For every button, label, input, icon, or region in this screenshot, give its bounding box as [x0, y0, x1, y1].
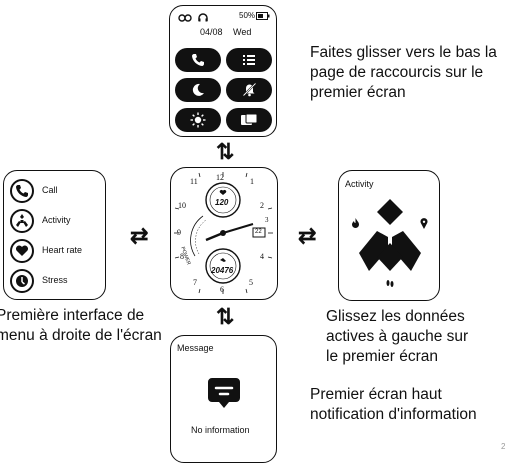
numeral-11: 11: [190, 177, 198, 186]
activity-icon: [16, 214, 28, 227]
heart-menu-icon-circle[interactable]: [10, 239, 34, 263]
location-icon: [420, 218, 428, 229]
swipe-arrow-right: ⇄: [298, 223, 317, 248]
activity-screen: Activity: [338, 170, 440, 301]
numeral-8: 8: [180, 252, 184, 261]
top-caption-line-3: premier écran: [310, 84, 406, 101]
swipe-arrow-left: ⇄: [130, 223, 149, 248]
bottom-caption-line-2: notification d'information: [310, 406, 477, 423]
watch-face-icon: [241, 113, 258, 125]
call-menu-icon-circle[interactable]: [10, 179, 34, 203]
flame-icon: [352, 218, 359, 228]
menu-screen: Call Activity Heart rate Stress: [3, 170, 106, 300]
top-caption-line-2: page de raccourcis sur le: [310, 64, 484, 81]
numeral-3: 3: [265, 216, 269, 224]
battery-percent: 50%: [239, 11, 256, 20]
swipe-arrow-top: ⇅: [216, 139, 235, 164]
list-icon: [243, 55, 255, 65]
shortcut-screen: 50% 04/08 Wed: [169, 5, 277, 137]
mute-shortcut-button[interactable]: [226, 78, 272, 102]
right-caption-line-3: le premier écran: [326, 348, 438, 365]
date-text: 04/08: [200, 27, 223, 37]
message-screen: Message No information: [170, 335, 277, 463]
numeral-2: 2: [260, 201, 264, 210]
numeral-9: 9: [177, 228, 181, 237]
top-subdial: [205, 182, 241, 218]
date-window-value: 22: [255, 229, 262, 235]
brightness-shortcut-button[interactable]: [175, 108, 221, 132]
sleep-shortcut-button[interactable]: [175, 78, 221, 102]
link-icon: [178, 14, 192, 22]
hour-hand: [205, 231, 224, 242]
numeral-4: 4: [260, 252, 264, 261]
watch-face-screen: 12 1 2 3 4 5 6 7 8 9 10 11 120 20476 22 …: [170, 167, 278, 300]
menu-shortcut-button[interactable]: [226, 48, 272, 72]
edge-mark: 2: [501, 442, 506, 451]
heart-icon: [219, 189, 227, 195]
menu-item-activity[interactable]: Activity: [42, 215, 71, 225]
brightness-icon: [190, 112, 206, 128]
no-information-text: No information: [191, 425, 250, 435]
phone-icon: [16, 185, 28, 197]
bell-off-icon: [242, 82, 257, 97]
shoe-icon: [220, 258, 226, 262]
dial-ticks: [174, 172, 273, 294]
top-caption-line-1: Faites glisser vers le bas la: [310, 44, 497, 61]
numeral-1: 1: [250, 177, 254, 186]
menu-item-heart-rate[interactable]: Heart rate: [42, 245, 83, 255]
swipe-arrow-bottom: ⇅: [216, 304, 235, 329]
battery-icon: [256, 12, 270, 20]
menu-item-stress[interactable]: Stress: [42, 275, 68, 285]
message-title: Message: [177, 343, 214, 353]
date-window: [252, 227, 266, 238]
numeral-10: 10: [178, 201, 186, 210]
right-caption-line-2: actives à gauche sur: [326, 328, 469, 345]
activity-rings-icon: [359, 199, 421, 271]
numeral-6: 6: [220, 285, 224, 294]
headphone-icon: [198, 13, 208, 22]
watch-dial: [174, 172, 273, 294]
bottom-subdial-value: 20476: [211, 266, 234, 275]
call-shortcut-button[interactable]: [175, 48, 221, 72]
activity-title: Activity: [345, 179, 374, 189]
numeral-5: 5: [249, 278, 253, 287]
bottom-subdial: [205, 248, 241, 284]
activity-menu-icon-circle[interactable]: [10, 209, 34, 233]
numeral-12: 12: [216, 173, 224, 182]
minute-hand: [222, 223, 254, 234]
top-subdial-value: 120: [215, 198, 229, 207]
stress-menu-icon-circle[interactable]: [10, 269, 34, 293]
left-caption-line-1: Première interface de: [0, 307, 145, 324]
left-caption-line-2: menu à droite de l'écran: [0, 327, 162, 344]
right-caption-line-1: Glissez les données: [326, 308, 465, 325]
phone-icon: [192, 54, 204, 66]
heart-icon: [15, 245, 29, 256]
weekday-text: Wed: [233, 27, 252, 37]
message-bubble-icon: [208, 378, 240, 408]
stress-icon: [16, 275, 28, 287]
numeral-7: 7: [193, 278, 197, 287]
bottom-caption-line-1: Premier écran haut: [310, 386, 442, 403]
moon-icon: [192, 83, 204, 96]
watchface-shortcut-button[interactable]: [226, 108, 272, 132]
menu-item-call[interactable]: Call: [42, 185, 58, 195]
footsteps-icon: [386, 280, 394, 287]
